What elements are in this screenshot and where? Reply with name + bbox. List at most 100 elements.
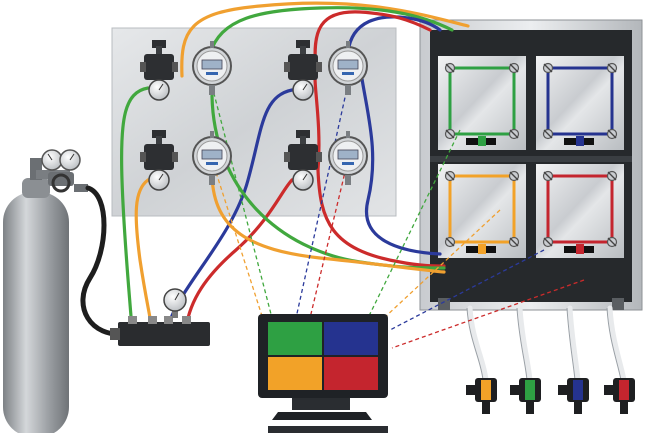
regulator-gauge-needle [302, 173, 308, 181]
chamber-frame-green [448, 66, 516, 136]
regulator-stem [300, 46, 306, 56]
outlet-tubes [467, 305, 627, 383]
valve-band-red [619, 380, 629, 400]
chamber-clamp-bar [509, 237, 519, 247]
chamber-sensor-tag-red [576, 244, 584, 254]
gauge-button [206, 72, 218, 75]
chamber-orange [438, 164, 526, 258]
chamber-frame-blue [546, 66, 614, 136]
chamber-clamp-bar [445, 63, 455, 73]
chamber-clamp-bar [543, 237, 553, 247]
regulator-port [284, 62, 290, 72]
regulator-gauge-needle [158, 83, 164, 91]
gauge-fitting [209, 175, 215, 185]
gauge-lcd [337, 59, 359, 70]
regulator-knob [296, 130, 310, 138]
regulator-body [144, 54, 174, 80]
chamber-sensor-tag-blue [576, 136, 584, 146]
monitor-tile-green [268, 322, 322, 355]
chamber-clamp-bar [607, 63, 617, 73]
valve-group [466, 378, 635, 414]
regulator-gauge-needle [158, 173, 164, 181]
gauge-fitting [209, 85, 215, 95]
regulator-knob [152, 130, 166, 138]
gauge-top [346, 41, 350, 48]
digital-pressure-gauge-icon [328, 131, 368, 185]
regulator-group [140, 40, 368, 191]
pressure-regulator-icon [140, 40, 178, 101]
gauge-button [206, 162, 218, 165]
chamber-clamp-bar [509, 171, 519, 181]
chamber-green [438, 56, 526, 150]
chamber-clamp-bar [445, 237, 455, 247]
regulator-port [140, 152, 146, 162]
chamber-frame-orange [448, 174, 516, 244]
chamber-frame-red [546, 174, 614, 244]
chamber-blue [536, 56, 624, 150]
valve-inlet [466, 385, 475, 395]
regulator-body [288, 144, 318, 170]
regulator-knob [152, 40, 166, 48]
chamber-red [536, 164, 624, 258]
outlet-valve-icon [510, 378, 541, 414]
digital-pressure-gauge-icon [328, 41, 368, 95]
monitor-tile-orange [268, 357, 322, 390]
gauge-lcd [337, 149, 359, 160]
gauge-lcd [201, 59, 223, 70]
valve-stem [526, 402, 534, 414]
chamber-sensor-tag-green [478, 136, 486, 146]
chamber-clamp-bar [607, 237, 617, 247]
valve-inlet [558, 385, 567, 395]
gauge-lcd [201, 149, 223, 160]
supply-hose [80, 185, 129, 337]
gauge-button [342, 72, 354, 75]
signal-wires [211, 83, 585, 349]
regulator-knob [296, 40, 310, 48]
gauge-button [342, 162, 354, 165]
chamber-clamp-bar [445, 129, 455, 139]
valve-band-green [525, 380, 535, 400]
pressure-regulator-icon [284, 130, 322, 191]
valve-stem [620, 402, 628, 414]
outlet-valve-icon [604, 378, 635, 414]
gas-cylinder-icon [3, 149, 88, 437]
chamber-sensor-tag-orange [478, 244, 486, 254]
valve-inlet [604, 385, 613, 395]
valve-stem [482, 402, 490, 414]
regulator-port [172, 152, 178, 162]
gas-manifold-icon [110, 288, 210, 346]
pressure-regulator-icon [284, 40, 322, 101]
valve-stem [574, 402, 582, 414]
monitor-tile-red [324, 357, 378, 390]
gauge-fitting [345, 85, 351, 95]
monitor-screen [268, 322, 378, 390]
regulator-stem [300, 136, 306, 146]
chamber-clamp-bar [543, 129, 553, 139]
regulator-body [144, 144, 174, 170]
outlet-valve-icon [466, 378, 497, 414]
chamber-clamp-bar [543, 63, 553, 73]
gauge-top [210, 41, 214, 48]
pressure-regulator-icon [140, 130, 178, 191]
regulator-stem [156, 136, 162, 146]
valve-inlet [510, 385, 519, 395]
valve-band-orange [481, 380, 491, 400]
regulator-port [140, 62, 146, 72]
regulator-port [316, 152, 322, 162]
digital-pressure-gauge-icon [192, 41, 232, 95]
chamber-clamp-bar [445, 171, 455, 181]
digital-pressure-gauge-icon [192, 131, 232, 185]
chamber-clamp-bar [607, 171, 617, 181]
regulator-stem [156, 46, 162, 56]
gauge-top [346, 131, 350, 138]
valve-band-blue [573, 380, 583, 400]
chamber-clamp-bar [543, 171, 553, 181]
regulator-gauge-needle [302, 83, 308, 91]
chamber-clamp-bar [509, 129, 519, 139]
regulator-port [284, 152, 290, 162]
outlet-valve-icon [558, 378, 589, 414]
outlet-tubes-outline [466, 307, 622, 381]
regulator-port [316, 62, 322, 72]
